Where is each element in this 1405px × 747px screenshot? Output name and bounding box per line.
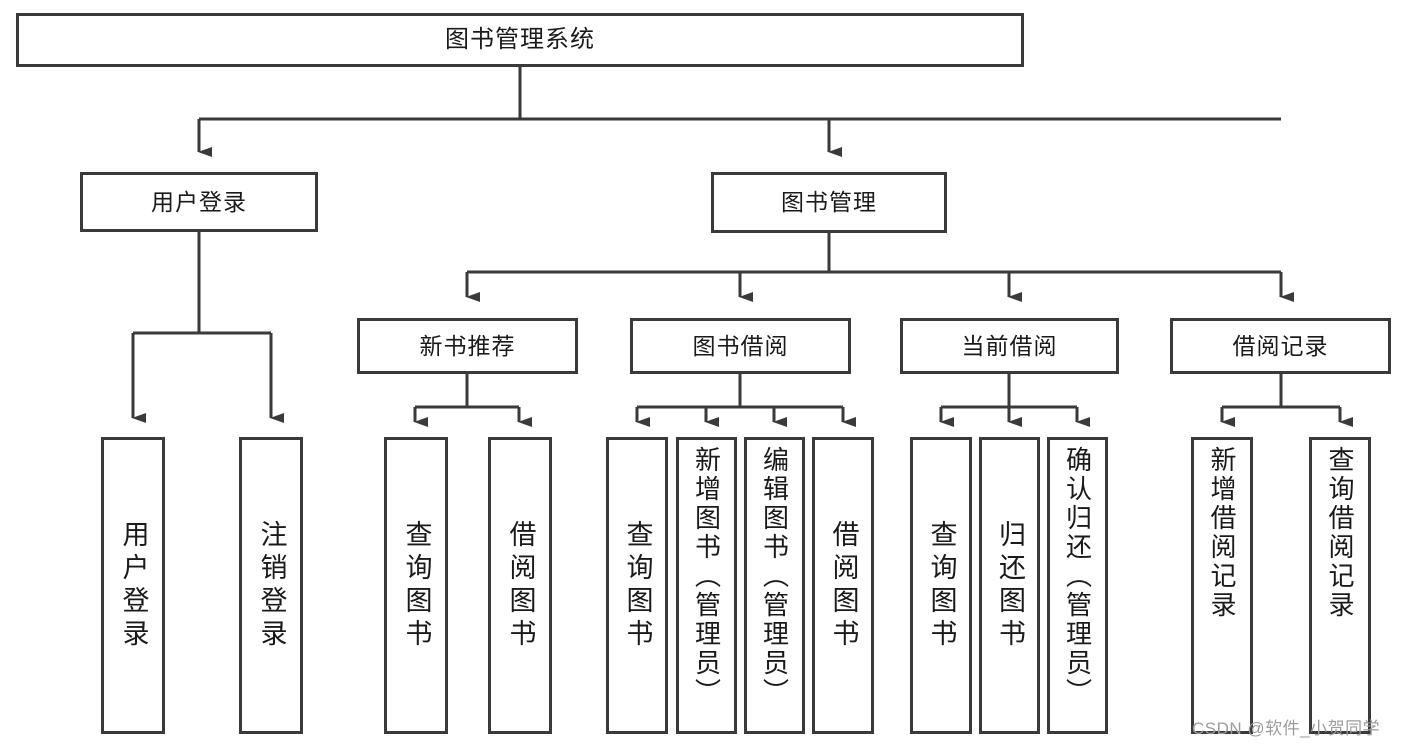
leaf-recommend-borrow-book[interactable]: 借阅图书 (488, 437, 552, 734)
node-user-login[interactable]: 用户登录 (80, 172, 318, 232)
leaf-add-book-admin[interactable]: 新增图书（管理员） (676, 437, 737, 734)
leaf-recommend-query-book-label: 查询图书 (401, 519, 432, 652)
leaf-recommend-borrow-book-label: 借阅图书 (505, 519, 536, 652)
leaf-return-book-label: 归还图书 (995, 519, 1025, 652)
leaf-borrow-query-book[interactable]: 查询图书 (606, 437, 668, 734)
leaf-user-login[interactable]: 用户登录 (101, 437, 165, 734)
leaf-add-borrow-record[interactable]: 新增借阅记录 (1191, 437, 1253, 734)
node-borrow-record-label: 借阅记录 (1232, 332, 1329, 359)
node-root-book-management-system[interactable]: 图书管理系统 (16, 13, 1024, 67)
node-new-book-recommend[interactable]: 新书推荐 (357, 318, 578, 374)
node-book-borrow-label: 图书借阅 (692, 332, 789, 359)
leaf-logout[interactable]: 注销登录 (239, 437, 303, 734)
leaf-current-query-book-label: 查询图书 (926, 519, 957, 652)
leaf-borrow-book-label: 借阅图书 (828, 519, 859, 652)
leaf-add-borrow-record-label: 新增借阅记录 (1207, 446, 1237, 620)
leaf-user-login-label: 用户登录 (118, 519, 149, 652)
leaf-confirm-return-admin-label: 确认归还（管理员） (1062, 446, 1093, 707)
node-current-borrow-label: 当前借阅 (961, 332, 1058, 359)
leaf-recommend-query-book[interactable]: 查询图书 (384, 437, 448, 734)
leaf-return-book[interactable]: 归还图书 (979, 437, 1040, 734)
leaf-logout-label: 注销登录 (256, 519, 287, 652)
node-new-book-recommend-label: 新书推荐 (419, 332, 516, 359)
leaf-confirm-return-admin[interactable]: 确认归还（管理员） (1047, 437, 1108, 734)
node-book-borrow[interactable]: 图书借阅 (630, 318, 851, 374)
leaf-borrow-query-book-label: 查询图书 (622, 519, 653, 652)
node-root-label: 图书管理系统 (445, 26, 595, 54)
leaf-query-borrow-record[interactable]: 查询借阅记录 (1309, 437, 1371, 734)
node-book-management[interactable]: 图书管理 (711, 172, 947, 233)
leaf-borrow-book[interactable]: 借阅图书 (812, 437, 874, 734)
node-book-management-label: 图书管理 (781, 189, 877, 216)
leaf-edit-book-admin-label: 编辑图书（管理员） (759, 446, 790, 707)
node-borrow-record[interactable]: 借阅记录 (1170, 318, 1391, 374)
leaf-current-query-book[interactable]: 查询图书 (910, 437, 972, 734)
leaf-edit-book-admin[interactable]: 编辑图书（管理员） (744, 437, 805, 734)
leaf-query-borrow-record-label: 查询借阅记录 (1325, 446, 1355, 620)
node-user-login-label: 用户登录 (151, 188, 247, 215)
leaf-add-book-admin-label: 新增图书（管理员） (691, 446, 722, 707)
node-current-borrow[interactable]: 当前借阅 (900, 318, 1119, 374)
